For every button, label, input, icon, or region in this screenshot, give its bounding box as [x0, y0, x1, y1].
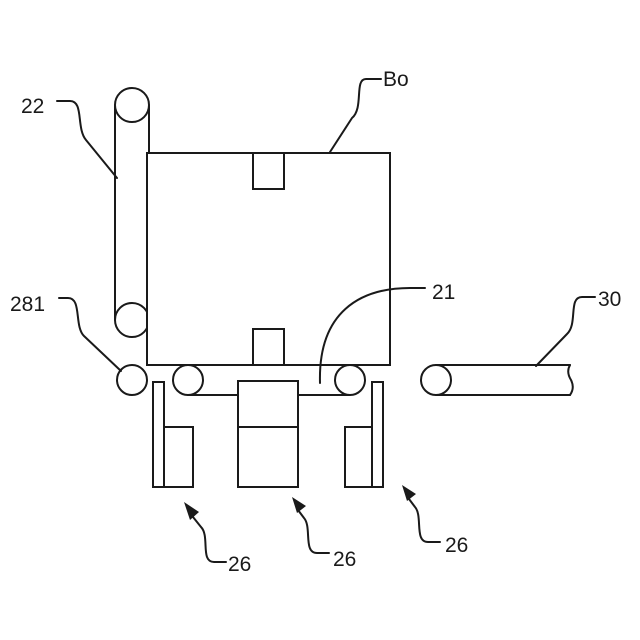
label-26-right: 26 — [445, 534, 468, 557]
arrow-26-left — [184, 502, 226, 562]
label-30: 30 — [598, 288, 621, 311]
leader-line-22 — [57, 101, 117, 178]
vertical-belt-bottom-roller — [115, 303, 149, 337]
vertical-belt-22 — [115, 88, 149, 337]
label-26-left: 26 — [228, 553, 251, 576]
unit-26-right — [345, 382, 383, 487]
arrow-26-center-head — [292, 497, 306, 513]
roller-281 — [117, 365, 147, 395]
conveyor-30 — [421, 365, 573, 395]
box-bottom-flap — [253, 329, 284, 365]
label-22: 22 — [21, 95, 44, 118]
label-bo: Bo — [383, 68, 409, 91]
box-bo — [147, 153, 390, 365]
unit-26-right-guide — [372, 382, 383, 487]
arrow-26-right — [402, 485, 440, 542]
unit-26-center — [238, 381, 298, 487]
arrow-26-left-head — [184, 502, 199, 520]
arrow-26-center-shaft — [298, 510, 329, 553]
arrow-26-right-shaft — [409, 499, 440, 542]
unit-26-right-block — [345, 427, 372, 487]
conveyor-21-right-roller — [335, 365, 365, 395]
unit-26-center-body — [238, 381, 298, 487]
unit-26-left — [153, 382, 193, 487]
leader-line-281 — [59, 298, 121, 371]
box-top-flap — [253, 153, 284, 189]
label-281: 281 — [10, 293, 45, 316]
unit-26-left-block — [164, 427, 193, 487]
conveyor-30-roller — [421, 365, 451, 395]
leader-line-bo — [330, 79, 381, 152]
arrow-26-right-head — [402, 485, 416, 501]
arrow-26-center — [292, 497, 329, 553]
label-26-center: 26 — [333, 548, 356, 571]
arrow-26-left-shaft — [193, 517, 226, 562]
unit-26-left-guide — [153, 382, 164, 487]
conveyor-21-left-roller — [173, 365, 203, 395]
leader-line-30 — [536, 297, 595, 366]
conveyor-30-break-line — [568, 365, 573, 395]
label-21: 21 — [432, 281, 455, 304]
vertical-belt-top-roller — [115, 88, 149, 122]
